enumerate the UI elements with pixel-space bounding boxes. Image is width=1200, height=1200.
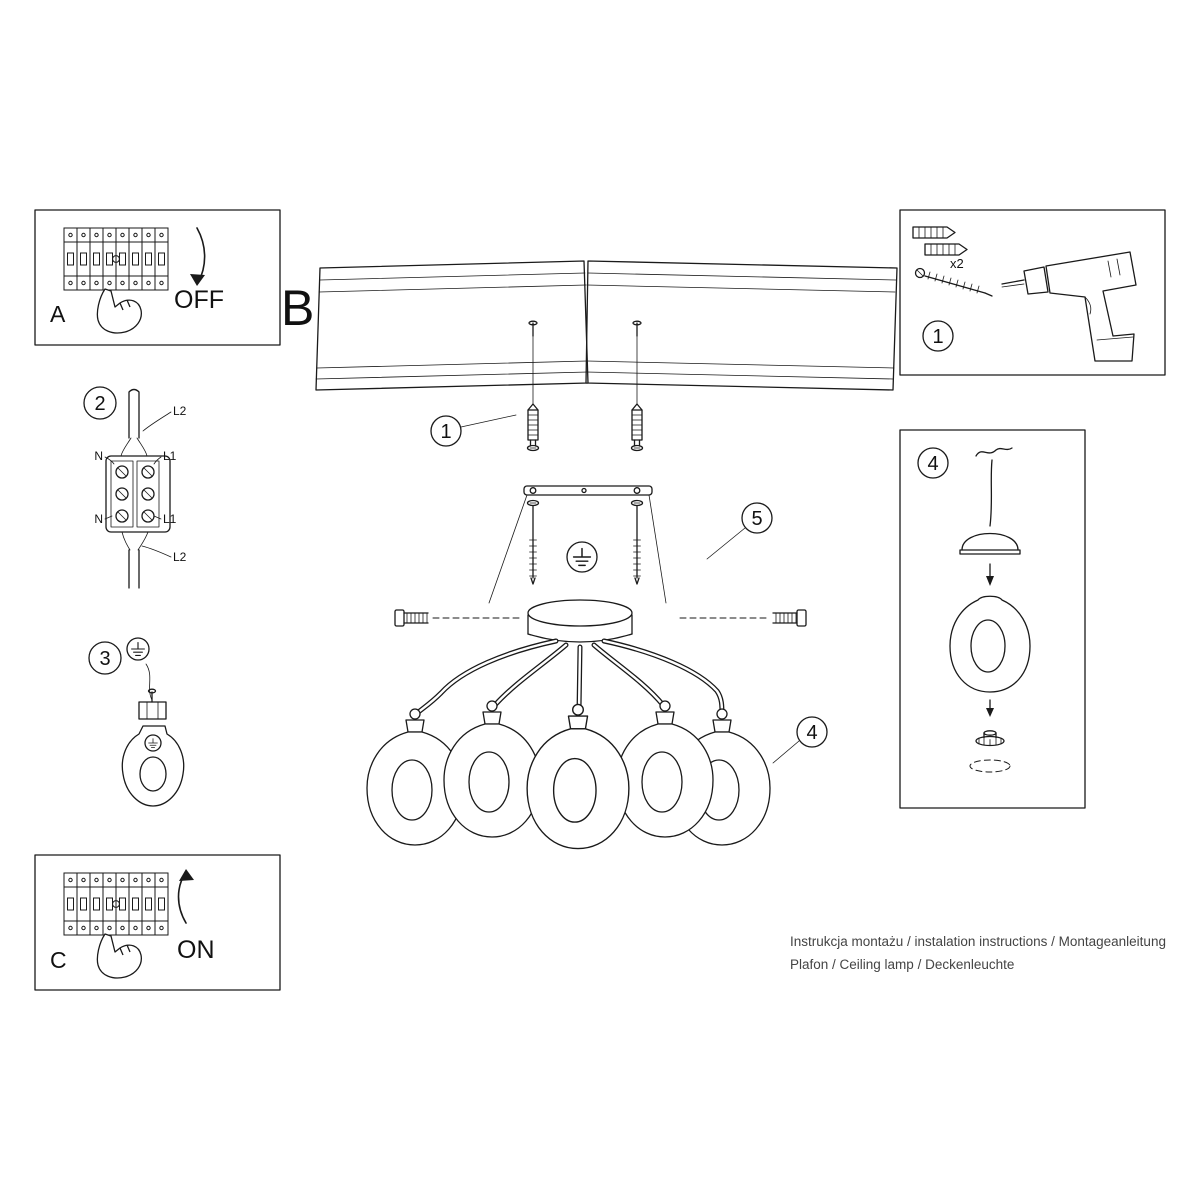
panel-ceiling: B (281, 260, 898, 405)
step-4-number: 4 (927, 453, 938, 475)
panel-power-off: OFF A (34, 209, 281, 346)
step-1-badge: 1 (430, 414, 517, 447)
footer-text: Instrukcja montażu / instalation instruc… (790, 934, 1166, 972)
switch-up-arrow-icon (177, 869, 194, 924)
socket-ring-icon (969, 730, 1011, 773)
terminal-block-drawing (105, 388, 171, 589)
shade-assembly-panel: 4 (899, 429, 1086, 809)
ceiling-cap-icon (959, 532, 1021, 555)
wall-anchor-screws (526, 403, 644, 452)
glass-shade (443, 700, 541, 838)
label-l1-bottom: L1 (163, 512, 177, 526)
panel-c-border (34, 854, 281, 991)
cord-icon (975, 447, 1013, 527)
step-4-number: 4 (806, 722, 817, 744)
step-1-number: 1 (932, 326, 943, 348)
label-l1-top: L1 (163, 449, 177, 463)
ceiling-boards (315, 260, 898, 391)
step-5-number: 5 (751, 508, 762, 530)
footer-line-2: Plafon / Ceiling lamp / Deckenleuchte (790, 957, 1014, 972)
step-2-number: 2 (94, 393, 105, 415)
panel-a-border (34, 209, 281, 346)
wire-labels: L2 N L1 L1 N L2 (94, 404, 186, 564)
step-1-number: 1 (440, 421, 451, 443)
anchor-count-label: x2 (950, 256, 964, 271)
step-3-number: 3 (99, 648, 110, 670)
ground-symbol-icon (566, 541, 598, 573)
step-2-badge: 2 (83, 386, 117, 420)
glass-shade (526, 703, 630, 850)
canopy (527, 599, 633, 643)
down-arrow-icon (986, 563, 994, 586)
panel-b-label: B (281, 280, 314, 336)
label-n-top: N (94, 449, 103, 463)
ground-clamp-drawing (121, 663, 185, 807)
hand-icon (96, 288, 142, 334)
on-label: ON (177, 936, 215, 964)
panel-a-label: A (50, 301, 66, 327)
step-4-badge: 4 (917, 447, 949, 479)
wiring-diagram: 2 L2 N L1 L1 N L2 (83, 386, 187, 589)
panel-c-label: C (50, 947, 67, 973)
bracket-screws (526, 499, 644, 585)
mounting-bracket (488, 485, 667, 604)
off-label: OFF (174, 286, 224, 314)
hand-icon (96, 933, 142, 979)
step-3-badge: 3 (88, 641, 122, 675)
ground-symbol-icon (126, 637, 150, 661)
switch-down-arrow-icon (190, 227, 206, 286)
glass-shade-exploded (949, 595, 1031, 693)
footer-line-1: Instrukcja montażu / instalation instruc… (790, 934, 1166, 949)
step-4-badge: 4 (772, 716, 828, 764)
ground-wire-diagram: 3 (88, 637, 185, 807)
screw-icon (914, 267, 993, 297)
panel-4-border (899, 429, 1086, 809)
glass-shade (616, 700, 714, 838)
ceiling-screw-marks (528, 320, 642, 405)
panel-tools-border (899, 209, 1166, 376)
glass-shades (366, 700, 771, 850)
step-1-badge: 1 (922, 320, 954, 352)
label-l2-bottom: L2 (173, 550, 187, 564)
wall-plug-icon (912, 226, 968, 256)
down-arrow-icon (986, 699, 994, 717)
circuit-breaker-icon (63, 227, 169, 291)
lamp-arms (412, 638, 725, 718)
label-n-bottom: N (94, 512, 103, 526)
side-bolts (394, 609, 807, 627)
main-assembly: 1 5 (366, 403, 828, 850)
drill-icon (1001, 251, 1137, 362)
circuit-breaker-icon (63, 872, 169, 936)
panel-tools: x2 1 (899, 209, 1166, 376)
panel-power-on: ON C (34, 854, 281, 991)
step-5-badge: 5 (706, 502, 773, 560)
label-l2-top: L2 (173, 404, 187, 418)
